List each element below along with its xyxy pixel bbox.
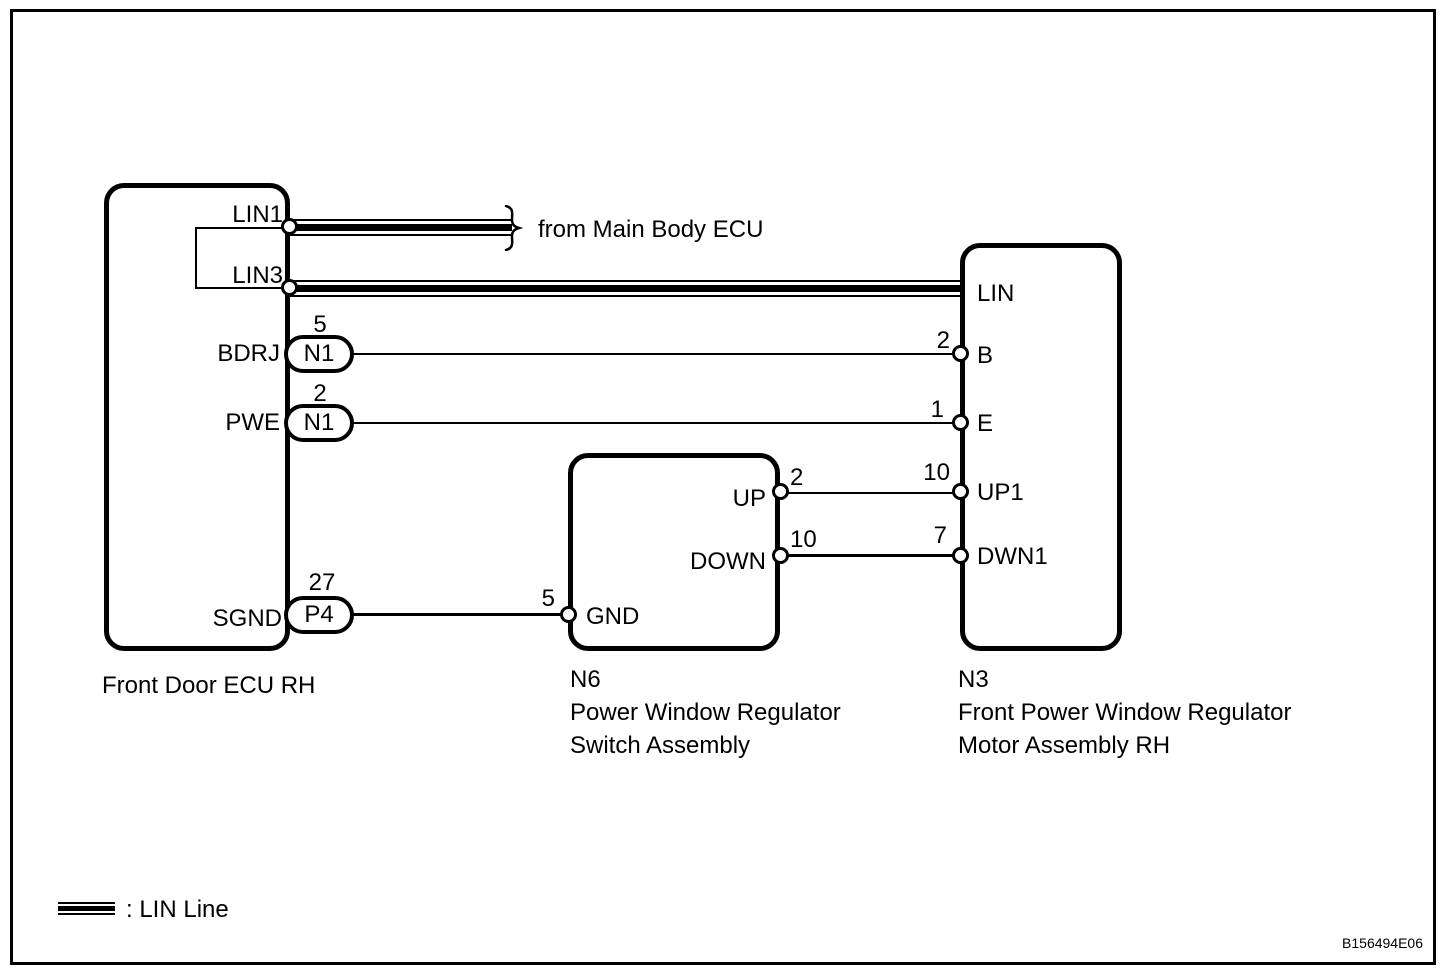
motor-assembly-name: N3 Front Power Window Regulator Motor As… bbox=[958, 663, 1291, 762]
wire-up-up1 bbox=[779, 492, 956, 494]
page-border bbox=[10, 9, 1436, 965]
motor-assembly-name-line2: Motor Assembly RH bbox=[958, 732, 1171, 759]
lin-wire-lin3 bbox=[290, 280, 962, 297]
brace-icon bbox=[504, 205, 524, 251]
pin-number-e: 1 bbox=[930, 396, 944, 423]
connector-n1-pwe: N1 bbox=[284, 404, 354, 442]
pin-number-bdrj: 5 bbox=[313, 311, 327, 338]
pin-label-e: E bbox=[977, 410, 994, 437]
terminal-lin1 bbox=[281, 218, 298, 235]
pin-label-up: UP bbox=[732, 485, 766, 512]
from-main-body-ecu-label: from Main Body ECU bbox=[538, 216, 764, 243]
wire-pwe-e bbox=[353, 422, 954, 424]
wire-sgnd-gnd bbox=[353, 613, 565, 616]
figure-code: B156494E06 bbox=[1342, 935, 1423, 951]
motor-assembly-code: N3 bbox=[958, 666, 989, 693]
switch-assembly-code: N6 bbox=[570, 666, 601, 693]
pin-label-down: DOWN bbox=[690, 548, 766, 575]
switch-assembly-name: N6 Power Window Regulator Switch Assembl… bbox=[570, 663, 841, 762]
pin-label-lin1: LIN1 bbox=[232, 201, 283, 228]
pin-label-gnd: GND bbox=[586, 603, 640, 630]
pin-label-bdrj: BDRJ bbox=[217, 340, 280, 367]
pin-number-up: 2 bbox=[790, 464, 804, 491]
pin-number-b: 2 bbox=[936, 327, 950, 354]
terminal-lin3 bbox=[281, 279, 298, 296]
terminal-b bbox=[952, 345, 969, 362]
pin-label-lin3: LIN3 bbox=[232, 262, 283, 289]
terminal-up bbox=[772, 483, 789, 500]
wire-bdrj-b bbox=[353, 353, 954, 355]
connector-n1-bdrj: N1 bbox=[284, 335, 354, 373]
pin-number-sgnd: 27 bbox=[308, 569, 336, 596]
terminal-up1 bbox=[952, 483, 969, 500]
connector-n1-pwe-label: N1 bbox=[303, 409, 335, 436]
terminal-dwn1 bbox=[952, 547, 969, 564]
terminal-gnd bbox=[560, 606, 577, 623]
pin-label-dwn1: DWN1 bbox=[977, 543, 1048, 570]
pin-number-gnd: 5 bbox=[541, 585, 555, 612]
connector-p4-sgnd: P4 bbox=[284, 596, 354, 634]
wire-down-dwn1 bbox=[779, 554, 956, 557]
front-door-ecu-name: Front Door ECU RH bbox=[102, 672, 316, 699]
legend-lin-swatch bbox=[58, 902, 115, 915]
pin-label-lin: LIN bbox=[977, 280, 1015, 307]
switch-assembly-name-line1: Power Window Regulator bbox=[570, 699, 841, 726]
connector-n1-bdrj-label: N1 bbox=[303, 340, 335, 367]
motor-assembly-name-line1: Front Power Window Regulator bbox=[958, 699, 1292, 726]
pin-label-b: B bbox=[977, 342, 994, 369]
pin-label-sgnd: SGND bbox=[212, 605, 282, 632]
pin-number-up1: 10 bbox=[923, 459, 950, 486]
lin-wire-lin1 bbox=[290, 219, 512, 236]
connector-p4-sgnd-label: P4 bbox=[304, 601, 334, 628]
motor-assembly-box bbox=[960, 243, 1122, 651]
terminal-e bbox=[952, 414, 969, 431]
pin-number-pwe: 2 bbox=[313, 380, 327, 407]
pin-number-down: 10 bbox=[790, 526, 817, 553]
legend-label: : LIN Line bbox=[126, 896, 229, 923]
pin-label-up1: UP1 bbox=[977, 479, 1024, 506]
switch-assembly-name-line2: Switch Assembly bbox=[570, 732, 751, 759]
pin-number-dwn1: 7 bbox=[933, 522, 947, 549]
terminal-down bbox=[772, 547, 789, 564]
pin-label-pwe: PWE bbox=[225, 409, 280, 436]
